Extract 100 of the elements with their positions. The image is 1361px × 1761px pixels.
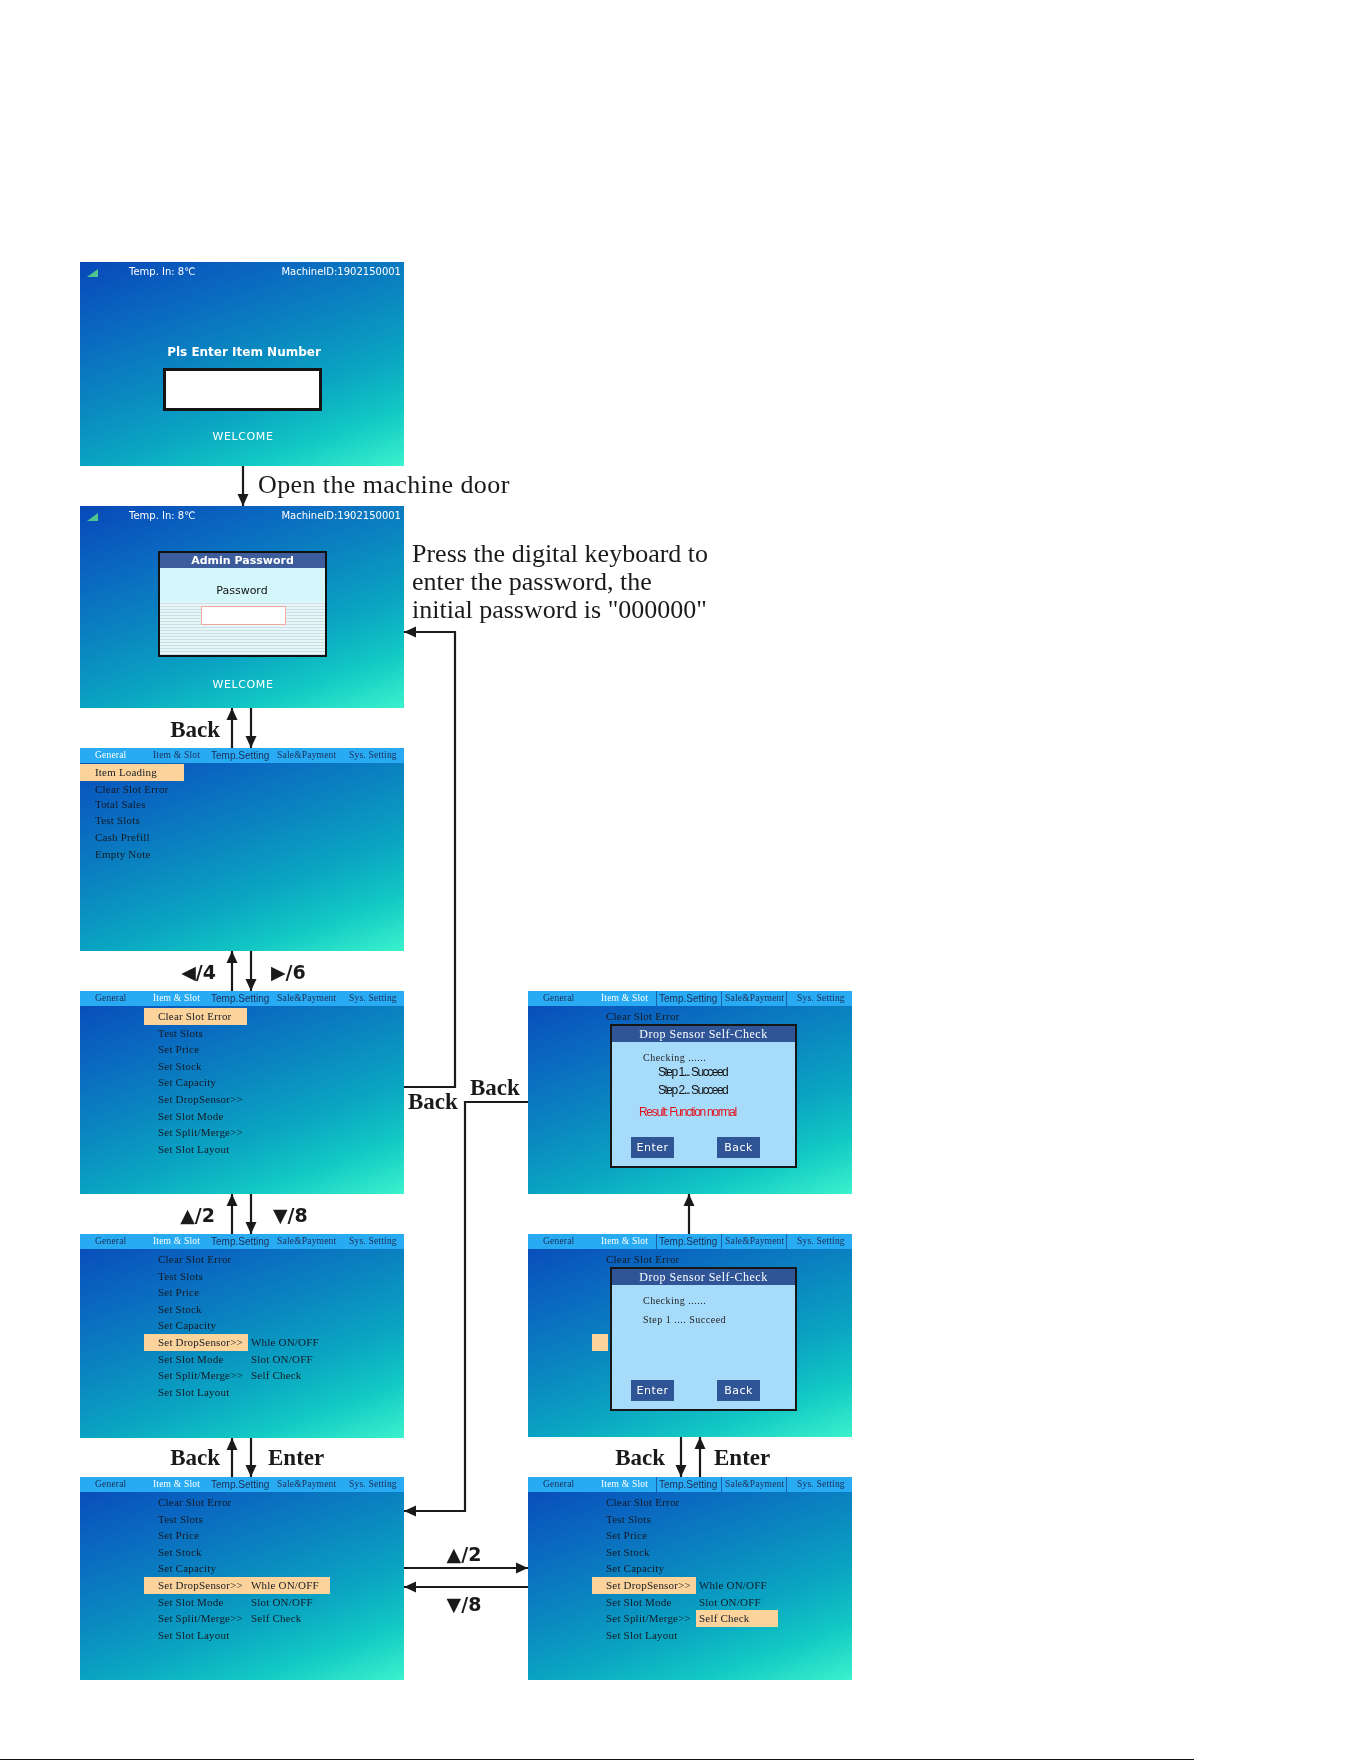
screen-panel xyxy=(80,262,404,466)
submenu-item: Slot ON/OFF xyxy=(699,1594,761,1609)
menu-item: Set DropSensor>> xyxy=(158,1578,243,1592)
menu-item: Test Slots xyxy=(158,1511,203,1526)
menu-item: Set Slot Mode xyxy=(158,1594,224,1609)
arrow xyxy=(245,1194,257,1234)
screen-panel xyxy=(80,1234,404,1438)
dialog-button: Enter xyxy=(631,1380,674,1401)
menu-item: Test Slots xyxy=(606,1511,651,1526)
menu-item: Set Split/Merge>> xyxy=(606,1611,691,1626)
screen-panel xyxy=(528,1477,852,1680)
menu-item: Clear Slot Error xyxy=(158,1252,232,1266)
arrow xyxy=(694,1437,706,1477)
arrow xyxy=(404,1581,528,1593)
dialog-button: Back xyxy=(717,1137,760,1158)
arrow xyxy=(675,1437,687,1477)
menu-item: Clear Slot Error xyxy=(606,1009,680,1023)
screen-panel xyxy=(80,748,404,951)
submenu-item: Whle ON/OFF xyxy=(251,1335,319,1349)
menu-item: Item Loading xyxy=(95,765,157,779)
tab-label: Sale&Payment xyxy=(725,1478,785,1491)
progress-text: Step 1 .... Succeed xyxy=(643,1312,727,1326)
screen-panel xyxy=(528,991,852,1194)
menu-item: Clear Slot Error xyxy=(606,1252,680,1266)
menu-item: Set Price xyxy=(606,1528,648,1543)
tab-label: Sys. Setting xyxy=(797,992,845,1005)
dialog-box xyxy=(610,1267,797,1411)
arrow xyxy=(245,951,257,991)
tab-label: Item & Slot xyxy=(601,992,649,1005)
menu-item: Set Capacity xyxy=(158,1561,217,1576)
menu-item: Total Sales xyxy=(95,797,146,811)
submenu-item: Slot ON/OFF xyxy=(251,1351,313,1366)
submenu-item: Whle ON/OFF xyxy=(699,1578,767,1592)
arrow xyxy=(226,1438,238,1477)
prompt-text: Pls Enter Item Number xyxy=(167,345,321,359)
menu-item: Set Stock xyxy=(158,1301,202,1316)
menu-item: Set Price xyxy=(158,1285,200,1300)
progress-text: Step 2... Succeed xyxy=(658,1083,728,1097)
menu-item: Set DropSensor>> xyxy=(158,1335,243,1349)
arrow xyxy=(404,1100,528,1517)
screen-panel xyxy=(80,991,404,1194)
tab-label: General xyxy=(543,1235,575,1248)
tab-label: Item & Slot xyxy=(601,1235,649,1248)
tab-label: Temp.Setting xyxy=(211,992,270,1006)
arrow xyxy=(245,708,257,748)
status-text: MachineID:1902150001 xyxy=(281,266,401,278)
tab-label: General xyxy=(95,1478,127,1491)
menu-item: Set Stock xyxy=(158,1544,202,1559)
menu-item: Set Split/Merge>> xyxy=(158,1125,243,1140)
arrow xyxy=(404,626,457,1089)
tab-label: Sale&Payment xyxy=(277,1478,337,1491)
progress-text: Checking ...... xyxy=(643,1293,707,1307)
menu-item: Set Slot Mode xyxy=(158,1351,224,1366)
field-label: Password xyxy=(216,583,268,597)
menu-item: Set DropSensor>> xyxy=(158,1092,243,1106)
progress-text: Checking ...... xyxy=(643,1050,707,1064)
menu-item: Set Split/Merge>> xyxy=(158,1368,243,1383)
menu-item: Set Price xyxy=(158,1528,200,1543)
menu-item: Clear Slot Error xyxy=(158,1495,232,1509)
tab-label: General xyxy=(543,992,575,1005)
menu-item: Set Slot Layout xyxy=(158,1141,230,1156)
submenu-item: Self Check xyxy=(251,1368,302,1383)
tab-label: Sys. Setting xyxy=(349,992,397,1005)
menu-item: Empty Note xyxy=(95,847,151,861)
menu-item: Set Slot Mode xyxy=(606,1594,672,1609)
tab-label: Sale&Payment xyxy=(277,1235,337,1248)
menu-item: Test Slots xyxy=(158,1025,203,1040)
tab-label: Sys. Setting xyxy=(349,749,397,762)
tab-label: General xyxy=(95,1235,127,1248)
menu-item: Clear Slot Error xyxy=(95,782,169,796)
note-text: Press the digital keyboard to enter the password, the initial password is "000000" xyxy=(412,540,710,624)
arrow xyxy=(226,951,238,991)
arrow xyxy=(404,1562,528,1574)
tab-label: Temp.Setting xyxy=(659,1478,718,1492)
status-text: Temp. In: 8℃ xyxy=(129,266,196,278)
tab-label: Sys. Setting xyxy=(349,1478,397,1491)
screen-panel xyxy=(528,1234,852,1437)
submenu-item: Self Check xyxy=(699,1611,750,1626)
tab-label: Item & Slot xyxy=(153,1235,201,1248)
tab-label: Temp.Setting xyxy=(211,1478,270,1492)
arrow xyxy=(683,1194,695,1234)
menu-item: Set Capacity xyxy=(158,1075,217,1090)
welcome-text: WELCOME xyxy=(212,677,274,691)
dialog-title: Drop Sensor Self-Check xyxy=(612,1269,795,1285)
menu-item: Clear Slot Error xyxy=(606,1495,680,1509)
tab-label: Temp.Setting xyxy=(659,992,718,1006)
dialog-button: Enter xyxy=(631,1137,674,1158)
tab-label: Sys. Setting xyxy=(797,1478,845,1491)
result-text: Result: Function normal xyxy=(639,1105,736,1119)
tab-label: General xyxy=(543,1478,575,1491)
menu-item: Set Stock xyxy=(158,1058,202,1073)
tab-label: Item & Slot xyxy=(153,749,201,762)
menu-item: Test Slots xyxy=(158,1268,203,1283)
menu-item: Set Slot Mode xyxy=(158,1108,224,1123)
dialog-title: Admin Password xyxy=(160,553,325,568)
submenu-item: Whle ON/OFF xyxy=(251,1578,319,1592)
menu-item: Set Capacity xyxy=(606,1561,665,1576)
status-text: Temp. In: 8℃ xyxy=(129,510,196,522)
arrow xyxy=(226,1194,238,1234)
submenu-item: Slot ON/OFF xyxy=(251,1594,313,1609)
